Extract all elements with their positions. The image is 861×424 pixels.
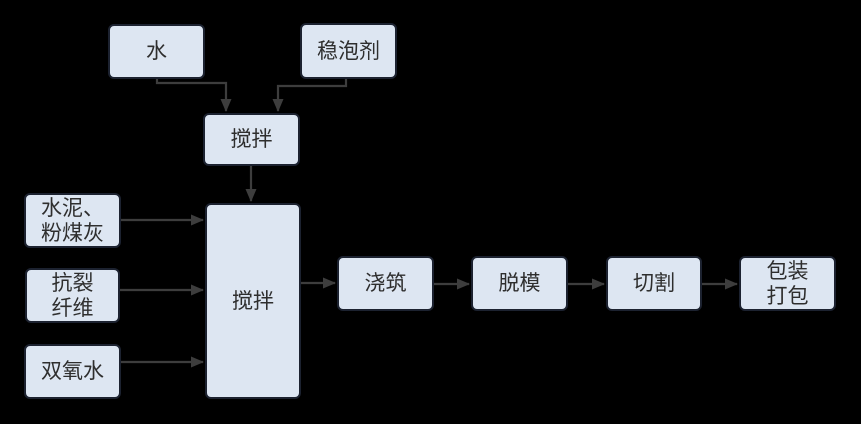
node-cement-flyash: 水泥、粉煤灰 (24, 193, 121, 248)
node-anticrack-fiber: 抗裂纤维 (25, 268, 120, 323)
node-label: 搅拌 (230, 127, 273, 151)
node-label: 抗裂 (51, 270, 94, 295)
node-hydrogen-peroxide: 双氧水 (24, 344, 121, 399)
node-label: 水 (146, 39, 167, 63)
node-label: 稳泡剂 (317, 38, 380, 63)
node-label: 打包 (766, 283, 809, 308)
node-label: 双氧水 (41, 359, 104, 383)
node-packing: 包装打包 (739, 256, 836, 311)
node-water: 水 (108, 24, 205, 79)
node-cutting: 切割 (606, 256, 702, 311)
arrow-water-to-mixing1 (155, 79, 232, 112)
node-label: 切割 (633, 271, 675, 295)
node-mixing-1: 搅拌 (203, 113, 300, 166)
node-label: 包装 (766, 258, 809, 283)
node-label: 搅拌 (232, 288, 274, 313)
node-foam-stabilizer: 稳泡剂 (300, 23, 397, 79)
node-label: 粉煤灰 (41, 220, 104, 245)
node-label: 水泥、 (41, 195, 104, 220)
node-label: 纤维 (51, 295, 94, 320)
node-mixing-2: 搅拌 (205, 203, 301, 399)
node-demolding: 脱模 (471, 256, 568, 311)
node-label: 脱模 (498, 271, 541, 295)
node-label: 浇筑 (364, 271, 407, 295)
node-pouring: 浇筑 (337, 256, 434, 311)
arrow-stabilizer-to-mixing1 (272, 79, 348, 112)
